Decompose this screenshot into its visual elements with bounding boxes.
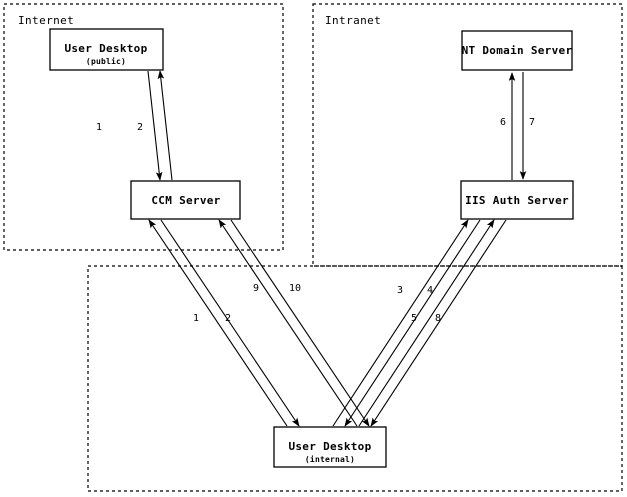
node-label-iis-auth-server: IIS Auth Server (465, 194, 569, 207)
flow-line-9 (218, 219, 358, 427)
flow-step-label-2-public: 2 (137, 122, 143, 133)
flow-step-label-3: 3 (397, 285, 403, 296)
node-labels: User Desktop (public) CCM Server NT Doma… (64, 42, 572, 464)
flow-line-1-public (147, 70, 163, 181)
zone-boundaries (3, 3, 623, 492)
node-label-user-desktop-internal: User Desktop (288, 440, 371, 453)
flow-line-10 (230, 219, 370, 427)
zone-internet-box (3, 3, 284, 251)
flow-step-label-1-internal: 1 (193, 313, 199, 324)
nodes (49, 28, 574, 468)
node-box-nt-domain-server[interactable] (461, 30, 573, 71)
flow-step-labels: 1 2 1 2 9 10 3 4 5 8 6 7 (96, 117, 535, 324)
flow-line-8 (370, 219, 507, 427)
flow-step-label-5: 5 (411, 313, 417, 324)
zone-intranet-box (312, 3, 623, 267)
zone-label-internet: Internet (18, 14, 74, 27)
flow-step-label-1-public: 1 (96, 122, 102, 133)
node-box-ccm-server[interactable] (130, 180, 241, 220)
flow-step-label-8: 8 (435, 313, 441, 324)
flow-step-label-2-internal: 2 (225, 313, 231, 324)
flow-line-2-public (157, 70, 173, 181)
flow-line-4 (344, 219, 481, 427)
node-label-ccm-server: CCM Server (151, 194, 220, 207)
node-sublabel-user-desktop-public: (public) (86, 56, 126, 66)
node-sublabel-user-desktop-internal: (internal) (305, 454, 355, 464)
flow-step-label-7: 7 (529, 117, 535, 128)
node-box-iis-auth-server[interactable] (460, 180, 574, 220)
zone-internal-box (87, 265, 623, 492)
node-box-user-desktop-public[interactable] (49, 28, 164, 71)
node-label-nt-domain-server: NT Domain Server (462, 44, 573, 57)
flow-connectors (147, 70, 527, 427)
flow-line-2-internal (160, 219, 300, 427)
zone-labels: Internet Intranet (18, 14, 381, 27)
flow-step-label-4: 4 (427, 285, 433, 296)
flow-step-label-10: 10 (289, 283, 301, 294)
flow-line-3 (332, 219, 469, 427)
node-box-user-desktop-internal[interactable] (273, 426, 387, 468)
flow-line-1-internal (148, 219, 288, 427)
flow-line-5 (358, 219, 495, 427)
flow-step-label-9: 9 (253, 283, 259, 294)
node-label-user-desktop-public: User Desktop (64, 42, 147, 55)
flow-step-label-6: 6 (500, 117, 506, 128)
zone-label-intranet: Intranet (325, 14, 381, 27)
